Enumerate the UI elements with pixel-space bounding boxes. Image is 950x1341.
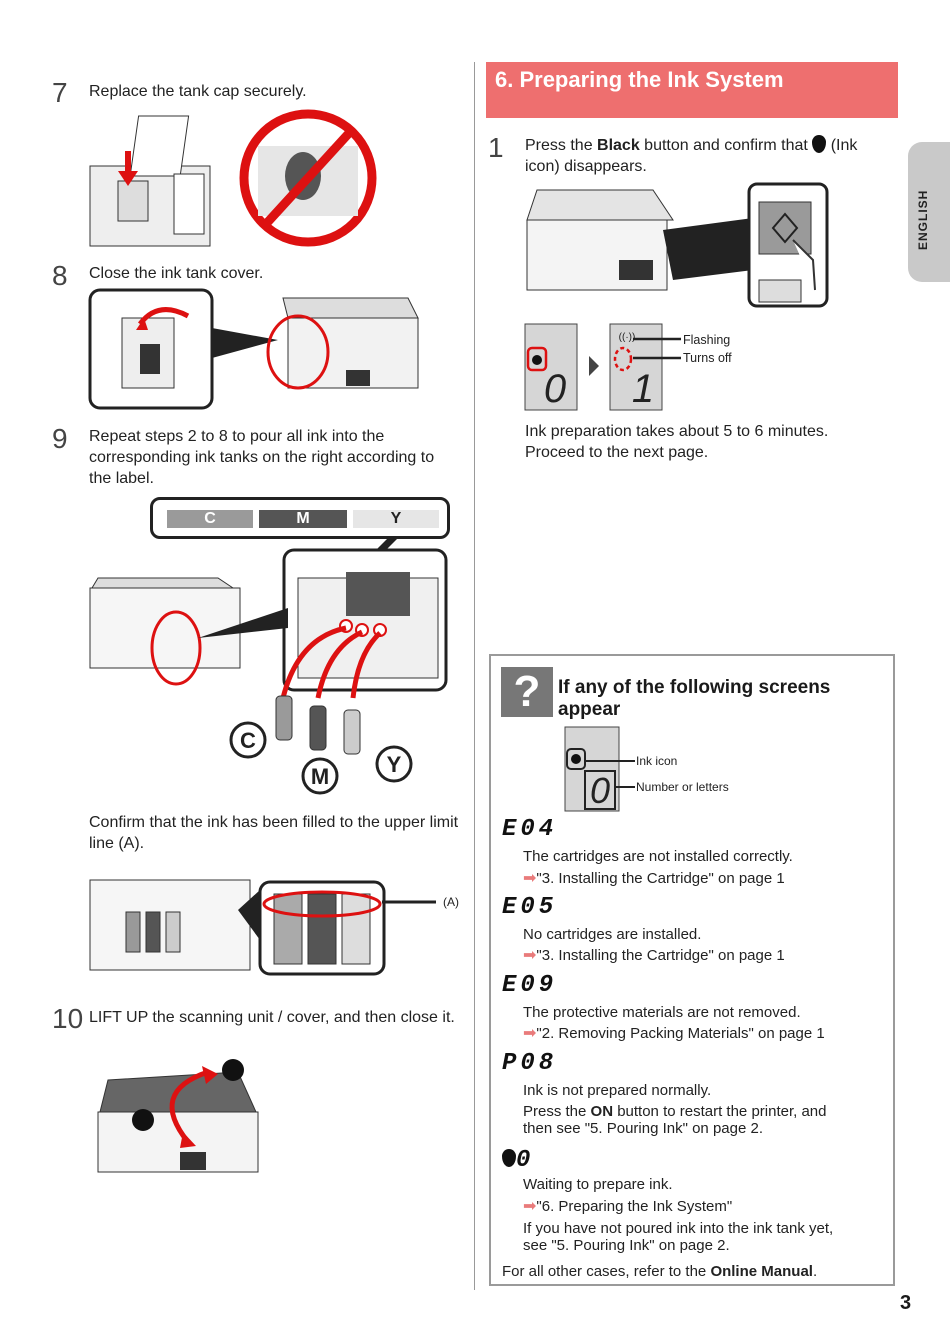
limit-line-illustration: (A) (89, 879, 459, 976)
number-letters-label: Number or letters (636, 780, 729, 794)
troubleshoot-box (489, 654, 895, 1286)
section-title: 6. Preparing the Ink System (495, 67, 784, 92)
step-8-text: Close the ink tank cover. (89, 265, 264, 282)
section-header: 6. Preparing the Ink System (486, 62, 898, 118)
help-footer: For all other cases, refer to the Online… (502, 1263, 818, 1280)
code-e05-ref: ➡"3. Installing the Cartridge" on page 1 (523, 947, 785, 964)
online-manual-label: Online Manual (710, 1263, 813, 1280)
section-step-1-number: 1 (488, 132, 504, 163)
code-ink-0-ref: ➡"6. Preparing the Ink System" (523, 1198, 733, 1215)
code-e04-ref: ➡"3. Installing the Cartridge" on page 1 (523, 870, 785, 887)
arrow-icon: ➡ (523, 1025, 537, 1042)
ink-drop-icon (812, 135, 827, 153)
proceed-note: Proceed to the next page. (525, 444, 709, 461)
help-lcd-digit: 0 (590, 770, 610, 811)
code-e04-desc: The cartridges are not installed correct… (523, 848, 793, 865)
arrow-icon: ➡ (523, 870, 537, 887)
code-p08-desc: Ink is not prepared normally. (523, 1082, 712, 1099)
yellow-label: Y (353, 510, 439, 528)
code-p08-line3: then see "5. Pouring Ink" on page 2. (523, 1120, 763, 1137)
arrow-icon: ➡ (523, 1198, 537, 1215)
ink-icon-label: Ink icon (636, 754, 677, 768)
code-p08-line2: Press the ON button to restart the print… (523, 1103, 827, 1120)
code-ink-0-desc: Waiting to prepare ink. (523, 1176, 673, 1193)
step-8-number: 8 (52, 260, 68, 291)
step-9-number: 9 (52, 423, 68, 454)
printer-black-button-illustration (526, 182, 829, 308)
section-step-1-text: Press the Black button and confirm that … (525, 135, 858, 175)
lcd-transition: 0 ((·)) 1 Flashing Turns off (524, 323, 732, 411)
language-tab-label: ENGLISH (916, 189, 930, 250)
step-7-number: 7 (52, 77, 68, 108)
lcd-before-digit: 0 (544, 367, 566, 411)
code-p08: P08 (502, 1050, 558, 1077)
arrow-icon: ➡ (523, 947, 537, 964)
step-10-illustration (97, 1059, 259, 1173)
ink-drop-icon (502, 1149, 516, 1167)
bottle-c-label: C (240, 728, 256, 753)
step-9-illustration: C M Y (89, 538, 448, 795)
ink-tank-label: C M Y (150, 497, 450, 539)
step-10-number: 10 (52, 1003, 84, 1034)
bottle-y-label: Y (387, 752, 402, 777)
code-e09-ref: ➡"2. Removing Packing Materials" on page… (523, 1025, 825, 1042)
step-7-text: Replace the tank cap securely. (89, 83, 307, 100)
magenta-label: M (259, 510, 347, 528)
help-lcd-diagram: 0 Ink icon Number or letters (564, 726, 729, 812)
code-e04: E04 (502, 816, 558, 843)
step-10-text: LIFT UP the scanning unit / cover, and t… (89, 1009, 455, 1026)
step-9-text: Repeat steps 2 to 8 to pour all ink into… (89, 428, 435, 487)
column-divider (474, 62, 475, 1290)
code-ink-0-extra1: If you have not poured ink into the ink … (523, 1220, 834, 1237)
limit-label: (A) (443, 895, 459, 909)
step-7-illustration (89, 109, 377, 247)
confirm-text: Confirm that the ink has been filled to … (89, 814, 459, 852)
question-icon: ? (501, 667, 553, 717)
turns-off-label: Turns off (683, 351, 732, 365)
bottle-m-label: M (311, 764, 329, 789)
code-e05: E05 (502, 894, 558, 921)
code-e05-desc: No cartridges are installed. (523, 926, 702, 943)
cyan-label: C (167, 510, 253, 528)
page-number: 3 (900, 1292, 912, 1314)
lcd-after-digit: 1 (632, 367, 654, 411)
flashing-label: Flashing (683, 333, 730, 347)
code-ink-0: 0 (502, 1147, 534, 1174)
step-8-illustration (88, 288, 419, 410)
code-e09: E09 (502, 972, 558, 999)
code-ink-0-extra2: see "5. Pouring Ink" on page 2. (523, 1237, 730, 1254)
svg-text:((·)): ((·)) (619, 332, 636, 343)
language-tab: ENGLISH (908, 142, 950, 282)
black-button-label: Black (597, 137, 640, 154)
prep-time-note: Ink preparation takes about 5 to 6 minut… (525, 423, 829, 440)
help-title: If any of the following screens appear (558, 677, 831, 720)
code-e09-desc: The protective materials are not removed… (523, 1004, 801, 1021)
